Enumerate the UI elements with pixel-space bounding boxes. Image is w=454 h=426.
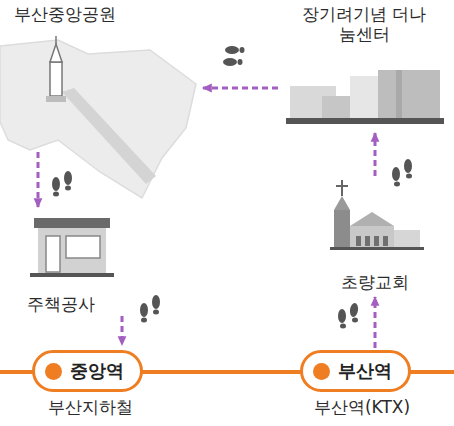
park-path xyxy=(62,88,156,184)
place-marker: 초량교회 xyxy=(325,178,425,292)
park-area xyxy=(0,40,196,198)
center-building xyxy=(286,70,444,124)
walking-route-arrow xyxy=(121,316,124,345)
place-marker: 부산중앙공원 xyxy=(0,4,198,150)
shop-building xyxy=(30,218,114,277)
station-pill: 부산역 xyxy=(300,350,411,392)
park-tower xyxy=(46,36,66,102)
place-name: 장기려기념 더나눔센터 xyxy=(299,4,429,45)
station-line-label: 부산역(KTX) xyxy=(314,397,410,417)
walking-route-arrow xyxy=(203,87,278,90)
station-dot xyxy=(313,363,330,380)
walking-route-arrow xyxy=(374,133,377,176)
station-name: 중앙역 xyxy=(70,360,124,382)
place-name: 주책공사 xyxy=(27,294,95,314)
place-name: 초량교회 xyxy=(341,272,409,292)
footprints xyxy=(52,46,412,329)
station-dot xyxy=(45,363,62,380)
station-name: 부산역 xyxy=(338,360,392,382)
walking-route-arrow xyxy=(37,152,40,207)
station-line-label: 부산지하철 xyxy=(48,397,133,417)
place-marker: 장기려기념 더나눔센터 xyxy=(280,4,448,128)
place-name: 부산중앙공원 xyxy=(14,4,116,24)
place-marker: 주책공사 xyxy=(20,212,128,314)
walking-route-arrow xyxy=(374,297,377,348)
church-building xyxy=(330,180,424,250)
station-pill: 중앙역 xyxy=(32,350,143,392)
